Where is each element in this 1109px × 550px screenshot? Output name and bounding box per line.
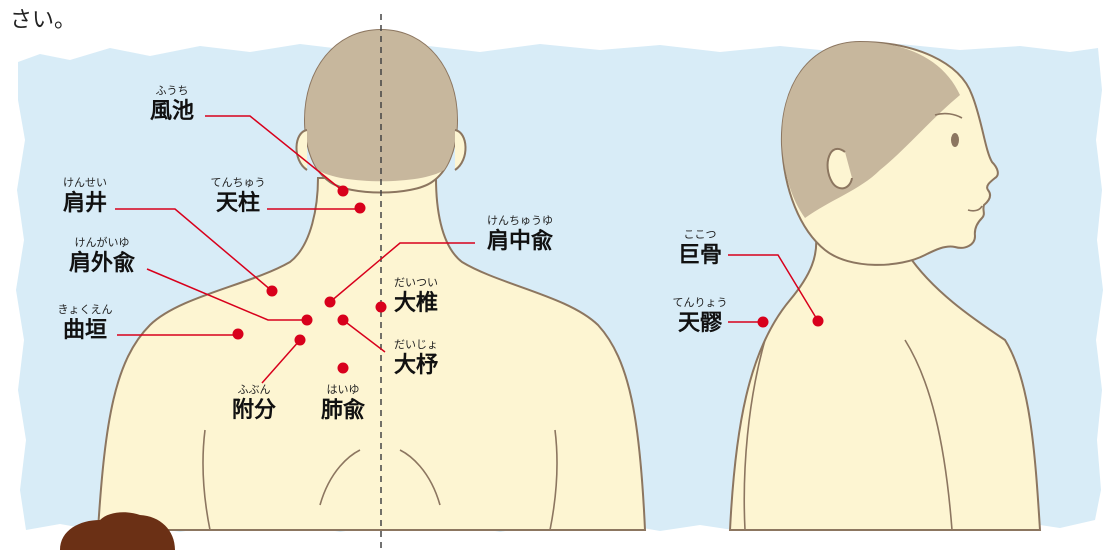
acupoint-label-kengaiyu: 肩外兪 xyxy=(69,250,135,276)
arm-crease-left xyxy=(202,429,211,531)
acupoint-label-kyokuen: 曲垣 xyxy=(63,318,107,343)
back-ear-right xyxy=(454,129,467,171)
acupoint-reading-tenchu: てんちゅう xyxy=(211,176,266,189)
acupoint-label-tenryo: 天髎 xyxy=(678,311,723,336)
acupoint-dot-kenchuyu xyxy=(324,296,336,308)
acupoint-label-kenchuyu: 肩中兪 xyxy=(487,228,553,254)
acupoint-dot-tenchu xyxy=(354,202,366,214)
acupoint-dot-kensei xyxy=(266,285,278,297)
acupoint-dot-kengaiyu xyxy=(301,314,313,326)
acupoint-label-kensei: 肩井 xyxy=(63,190,107,216)
arm-crease-right xyxy=(549,429,558,531)
acupoint-reading-fubun: ふぶん xyxy=(238,383,271,396)
acupoint-dot-fuchi xyxy=(337,185,349,197)
leader-line-fubun xyxy=(261,339,301,384)
side-mouth xyxy=(967,205,983,212)
acupoint-reading-kenchuyu: けんちゅうゆ xyxy=(487,214,553,227)
acupoint-label-fuchi: 風池 xyxy=(150,99,194,124)
side-ear xyxy=(826,147,853,190)
acupoint-markers xyxy=(232,185,824,374)
side-hair xyxy=(781,42,960,218)
leader-line-daijo xyxy=(342,319,386,353)
scapula-left xyxy=(319,449,361,506)
acupoint-dot-fubun xyxy=(294,334,306,346)
side-eye xyxy=(951,133,959,147)
acupoint-dot-tenryo xyxy=(757,316,769,328)
leader-lines xyxy=(115,115,819,384)
acupoint-reading-kokotsu: ここつ xyxy=(684,228,717,241)
acupoint-reading-tenryo: てんりょう xyxy=(673,296,728,309)
scapula-right xyxy=(399,449,441,506)
acupoint-reading-fuchi: ふうち xyxy=(156,84,189,97)
acupoint-label-tenchu: 天柱 xyxy=(216,191,260,216)
acupoint-reading-daijo: だいじょ xyxy=(394,338,438,351)
back-body xyxy=(96,177,647,531)
side-back-crease xyxy=(743,339,766,531)
acupoint-label-daitsui: 大椎 xyxy=(394,290,438,316)
acupoint-label-haiyu: 肺兪 xyxy=(321,397,365,423)
acupoint-dot-kokotsu xyxy=(812,315,824,327)
acupoint-dot-haiyu xyxy=(337,362,349,374)
acupoint-reading-kengaiyu: けんがいゆ xyxy=(75,235,130,249)
acupoint-dot-daijo xyxy=(337,314,349,326)
acupoint-dot-kyokuen xyxy=(232,328,244,340)
header-text: さい。 xyxy=(10,8,77,33)
leader-line-kenchuyu xyxy=(329,242,475,303)
side-chest-crease xyxy=(904,339,953,531)
acupoint-dot-daitsui xyxy=(375,301,387,313)
acupoint-label-kokotsu: 巨骨 xyxy=(678,243,722,268)
acupoint-reading-kyokuen: きょくえん xyxy=(58,303,113,316)
acupoint-reading-daitsui: だいつい xyxy=(394,276,438,289)
acupoint-label-daijo: 大杼 xyxy=(394,353,439,378)
side-eyebrow xyxy=(934,112,963,119)
leader-line-kokotsu xyxy=(728,254,819,322)
leader-line-kensei xyxy=(115,208,273,292)
acupoint-reading-haiyu: はいゆ xyxy=(327,383,360,396)
leader-line-fuchi xyxy=(205,115,344,192)
hair-bun-decoration xyxy=(60,512,175,550)
acupoint-label-fubun: 附分 xyxy=(232,397,276,423)
acupoint-reading-kensei: けんせい xyxy=(63,176,107,189)
leader-line-kengaiyu xyxy=(146,268,307,321)
